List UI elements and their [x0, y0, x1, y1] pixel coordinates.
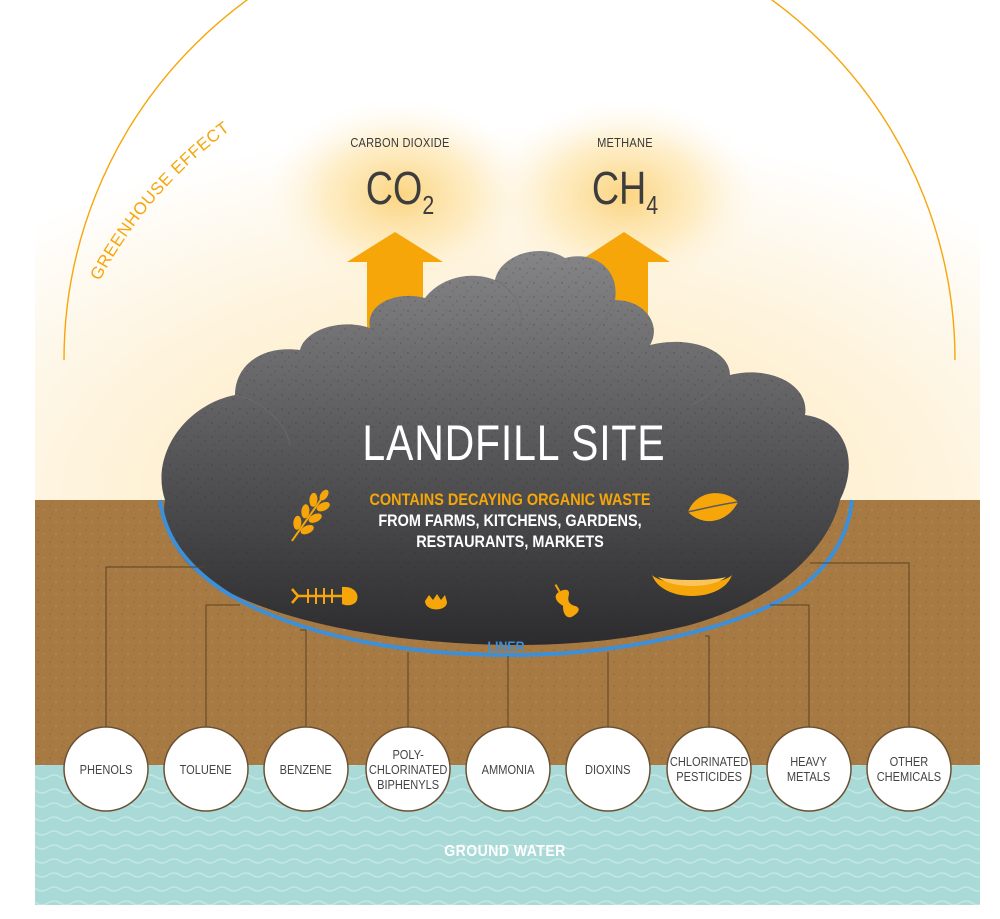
chemical-chlorinated-pesticides: CHLORINATED PESTICIDES: [669, 754, 749, 784]
co2-glow: [265, 100, 535, 290]
leaf-icon: [687, 493, 739, 522]
landfill-mound: [161, 250, 849, 646]
apple-core-icon: [554, 584, 579, 618]
chemical-other-chemicals: OTHER CHEMICALS: [876, 754, 942, 784]
ch4-formula: CH4: [591, 162, 659, 220]
chemical-toluene: TOLUENE: [179, 761, 232, 777]
co2-formula: CO2: [365, 162, 435, 220]
chemical-heavy-metals: HEAVY METALS: [787, 754, 831, 784]
fish-bone-icon: [291, 586, 358, 606]
chemical-polychlorinated-biphenyls: POLY- CHLORINATED BIPHENYLS: [368, 746, 448, 792]
liner-label: LINER: [487, 638, 525, 654]
wheat-icon: [291, 489, 330, 542]
ch4-glow: [490, 100, 760, 290]
chemical-circles: [63, 726, 952, 812]
chemical-ammonia: AMMONIA: [481, 761, 535, 777]
ch4-name: METHANE: [597, 135, 653, 150]
chemical-benzene: BENZENE: [279, 761, 333, 777]
co2-name: CARBON DIOXIDE: [350, 135, 450, 150]
liner-line: [158, 499, 854, 658]
landfill-title: LANDFILL SITE: [362, 415, 666, 471]
melon-rind-icon: [652, 575, 732, 596]
chemical-phenols: PHENOLS: [79, 761, 133, 777]
eggshell-icon: [425, 594, 447, 610]
greenhouse-arc: [63, 0, 956, 361]
landfill-contents-line2: FROM FARMS, KITCHENS, GARDENS,: [378, 511, 642, 530]
connector-lines: [105, 562, 910, 727]
landfill-contents-line3: RESTAURANTS, MARKETS: [416, 532, 604, 551]
groundwater-label: GROUND WATER: [444, 843, 566, 860]
chemical-dioxins: DIOXINS: [585, 761, 631, 777]
landfill-contents-highlight: CONTAINS DECAYING ORGANIC WASTE: [369, 490, 651, 509]
